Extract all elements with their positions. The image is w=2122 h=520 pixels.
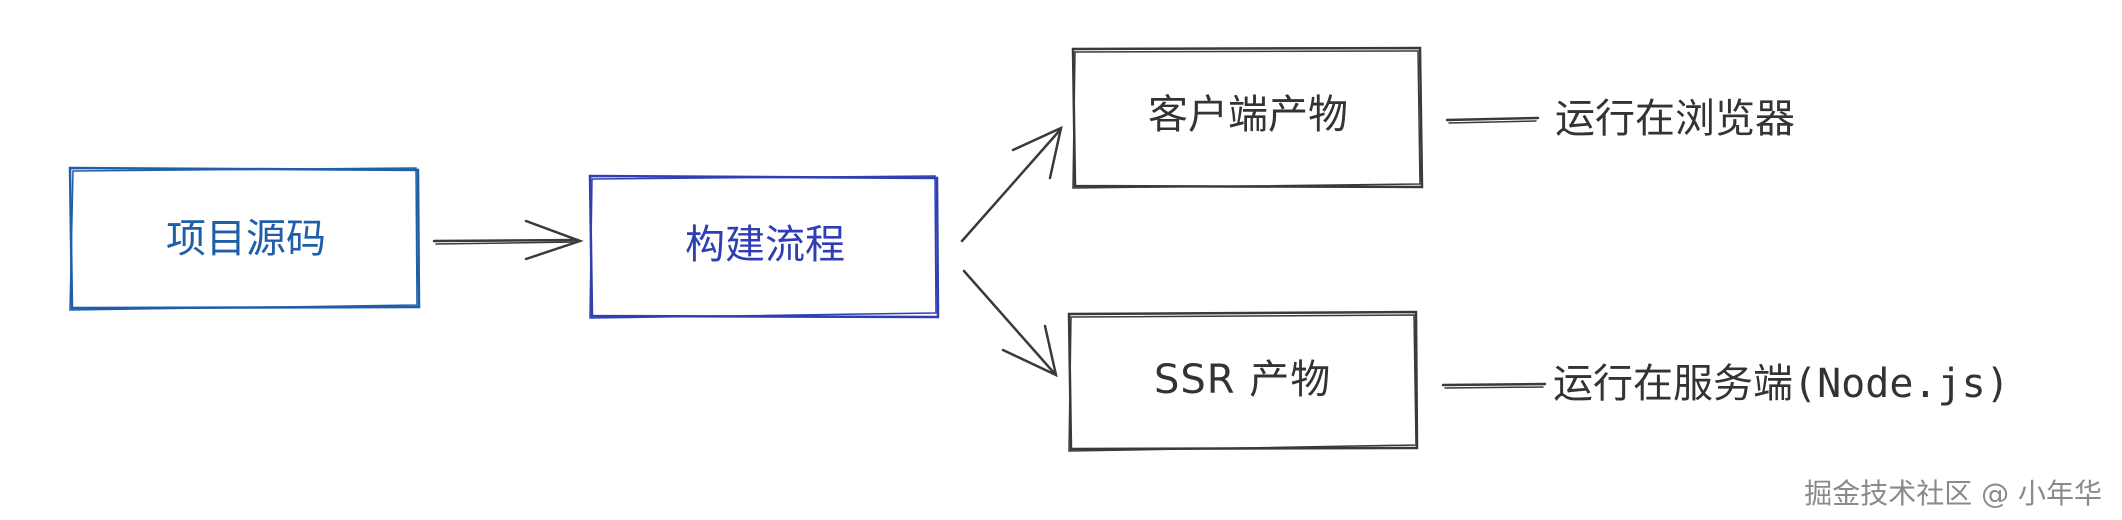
connector-client-note <box>1445 116 1540 124</box>
source-box <box>68 166 421 311</box>
client-box <box>1071 46 1424 189</box>
arrow-build-to-ssr <box>962 269 1058 378</box>
client-note: 运行在浏览器 <box>1555 96 1795 142</box>
ssr-box <box>1067 310 1419 452</box>
arrow-source-to-build <box>432 219 584 261</box>
build-label: 构建流程 <box>685 222 845 268</box>
ssr-note: 运行在服务端(Node.js) <box>1553 361 2010 407</box>
source-label: 项目源码 <box>166 216 326 262</box>
arrow-build-to-client <box>960 125 1063 243</box>
ssr-label: SSR 产物 <box>1154 357 1332 403</box>
build-box <box>588 174 940 319</box>
connector-ssr-note <box>1441 382 1547 389</box>
watermark: 掘金技术社区 @ 小年华 <box>1804 477 2102 510</box>
client-label: 客户端产物 <box>1148 92 1348 138</box>
